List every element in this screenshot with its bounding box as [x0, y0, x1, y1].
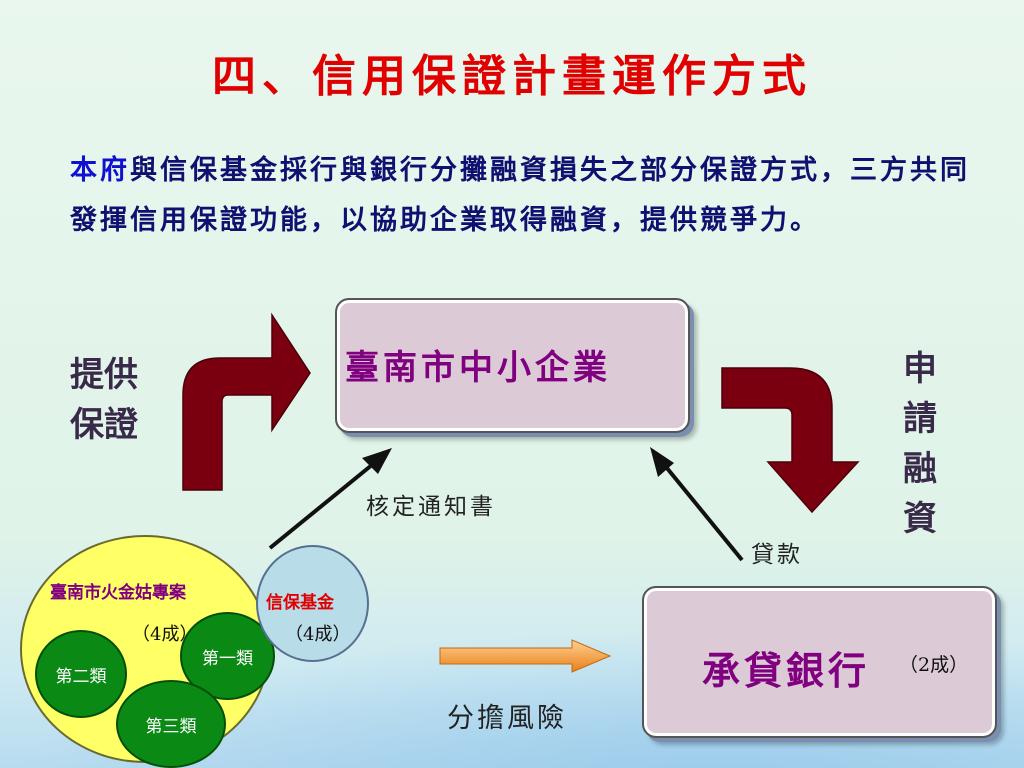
fund-circle [256, 545, 369, 662]
share-risk-arrow [439, 639, 612, 673]
city-program-label: 臺南市火金姑專案 [50, 583, 186, 603]
category-2-circle: 第二類 [35, 630, 127, 718]
intro-lead: 本府 [70, 155, 130, 186]
share-risk-label: 分擔風險 [447, 703, 567, 734]
sme-label: 臺南市中小企業 [345, 348, 611, 388]
loan-arrow [660, 460, 744, 562]
approval-notice-label: 核定通知書 [366, 494, 496, 520]
category-3-circle: 第三類 [116, 680, 226, 768]
loan-arrowhead [650, 447, 674, 477]
intro-body: 與信保基金採行與銀行分攤融資損失之部分保證方式，三方共同發揮信用保證功能，以協助… [70, 155, 970, 236]
provide-guarantee-arrow [182, 312, 311, 491]
sme-box [335, 298, 690, 433]
intro-paragraph: 本府與信保基金採行與銀行分攤融資損失之部分保證方式，三方共同發揮信用保證功能，以… [70, 146, 970, 246]
bank-percentage: （2成） [899, 654, 969, 676]
loan-label: 貸款 [751, 542, 803, 568]
bank-label: 承貸銀行 [702, 648, 871, 693]
city-program-percentage: （4成） [132, 624, 198, 645]
page-title: 四、信用保證計畫運作方式 [212, 51, 812, 102]
fund-label: 信保基金 [266, 593, 334, 613]
apply-financing-label: 申請融資 [903, 349, 937, 539]
provide-guarantee-label: 提供保證 [70, 355, 138, 445]
bank-box [642, 586, 997, 738]
fund-percentage: （4成） [285, 624, 351, 645]
approval-notice-arrow [268, 458, 380, 550]
apply-financing-arrow [721, 367, 860, 514]
approval-notice-arrowhead [362, 448, 392, 474]
